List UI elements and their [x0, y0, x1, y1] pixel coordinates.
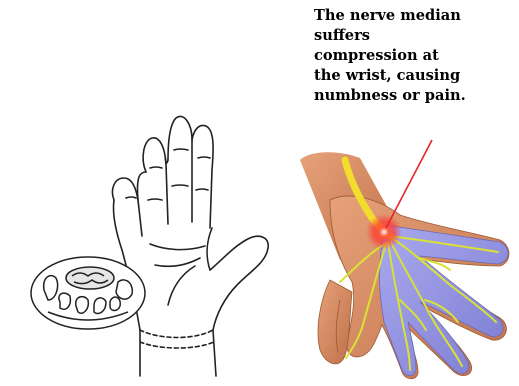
wrist-cross-section: [31, 257, 145, 329]
hand-illustration-colored: [300, 152, 509, 379]
annotation-line-2: suffers: [314, 26, 514, 46]
annotation-line-4: the wrist, causing: [314, 66, 514, 86]
annotation-pointer-line: [386, 140, 432, 228]
compression-point: [366, 214, 402, 250]
annotation-text: The nerve median suffers compression at …: [314, 6, 514, 106]
annotation-line-5: numbness or pain.: [314, 86, 514, 106]
annotation-line-3: compression at: [314, 46, 514, 66]
hand-sketch: [112, 116, 268, 376]
annotation-line-1: The nerve median: [314, 6, 514, 26]
